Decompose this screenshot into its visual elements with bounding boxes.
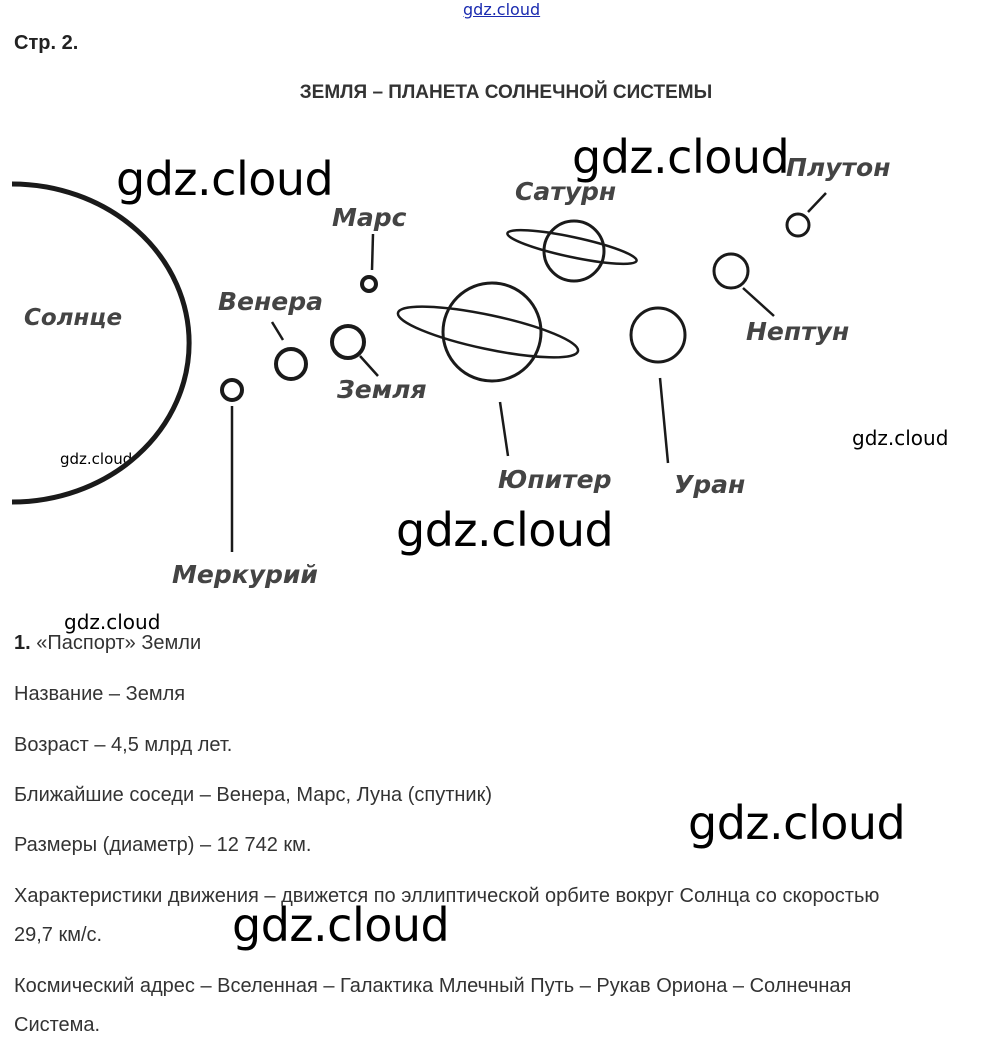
watermark: gdz.cloud: [688, 796, 906, 850]
neptune-pointer: [742, 287, 775, 317]
task-heading: 1. «Паспорт» Земли: [14, 632, 201, 655]
neptune-shape: [712, 252, 750, 290]
label-mercury: Меркурий: [172, 560, 318, 589]
label-uranus: Уран: [674, 470, 745, 499]
mars-pointer: [370, 233, 375, 271]
passport-size: Размеры (диаметр) – 12 742 км.: [14, 834, 312, 856]
mars-shape: [360, 275, 378, 293]
jupiter-pointer: [498, 401, 510, 457]
watermark: gdz.cloud: [116, 152, 334, 206]
label-neptune: Нептун: [746, 317, 849, 346]
pluto-pointer: [807, 192, 827, 213]
watermark: gdz.cloud: [64, 610, 161, 634]
mercury-shape: [220, 378, 244, 402]
saturn-shape: [542, 219, 606, 283]
page-number: Стр. 2.: [14, 32, 79, 54]
earth-shape: [330, 324, 366, 360]
uranus-shape: [629, 306, 687, 364]
venus-shape: [274, 347, 308, 381]
watermark: gdz.cloud: [396, 503, 614, 557]
solar-system-diagram: Солнце Меркурий Венера Земля Марс Юпитер…: [11, 153, 890, 589]
passport-age: Возраст – 4,5 млрд лет.: [14, 734, 233, 756]
task-heading-text: «Паспорт» Земли: [36, 632, 202, 654]
label-saturn: Сатурн: [515, 177, 616, 206]
earth-pointer: [359, 355, 379, 377]
uranus-pointer: [658, 377, 670, 464]
label-sun: Солнце: [24, 305, 122, 331]
page-title: ЗЕМЛЯ – ПЛАНЕТА СОЛНЕЧНОЙ СИСТЕМЫ: [299, 82, 713, 103]
passport-name: Название – Земля: [14, 683, 186, 705]
watermark: gdz.cloud: [852, 426, 949, 450]
watermark: gdz.cloud: [572, 130, 790, 184]
passport-address-cont: Система.: [14, 1014, 101, 1036]
saturn-ring: [506, 228, 638, 266]
label-venus: Венера: [218, 287, 323, 316]
label-pluto: Плутон: [786, 153, 890, 182]
passport-neighbors: Ближайшие соседи – Венера, Марс, Луна (с…: [14, 784, 493, 806]
label-mars: Марс: [332, 203, 407, 232]
watermark: gdz.cloud: [60, 450, 133, 468]
watermark: gdz.cloud: [232, 898, 450, 952]
jupiter-ring: [396, 305, 580, 359]
label-earth: Земля: [336, 375, 427, 404]
passport-motion: Характеристики движения – движется по эл…: [14, 885, 880, 907]
task-number: 1.: [14, 632, 31, 654]
venus-pointer: [270, 321, 285, 341]
pluto-shape: [785, 212, 811, 238]
jupiter-shape: [441, 281, 543, 383]
passport-address: Космический адрес – Вселенная – Галактик…: [14, 975, 852, 997]
watermark-link[interactable]: gdz.cloud: [463, 0, 541, 19]
passport-motion-cont: 29,7 км/с.: [14, 924, 103, 946]
sun-shape: [11, 181, 192, 505]
label-jupiter: Юпитер: [498, 465, 611, 494]
